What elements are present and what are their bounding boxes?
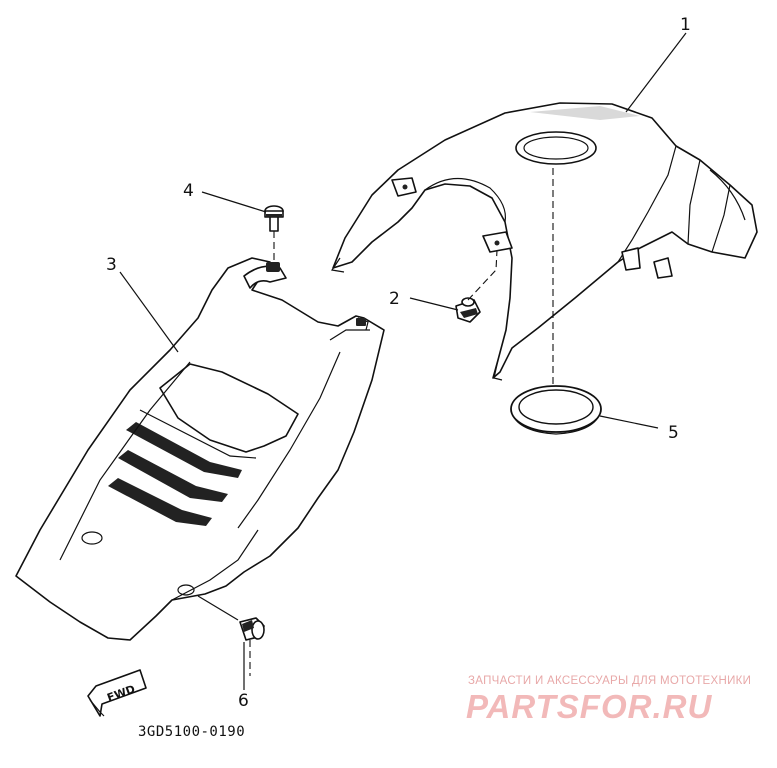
watermark: ЗАПЧАСТИ И АКСЕССУАРЫ ДЛЯ МОТОТЕХНИКИ PA… [466,675,751,725]
part-6-bolt [239,617,265,641]
callout-5: 5 [668,423,679,443]
diagram-code: 3GD5100-0190 [138,724,245,740]
part-5-gasket-ring [510,385,602,435]
callout-6: 6 [238,691,249,711]
part-3-seat-cover [15,257,385,641]
callouts: 1 2 3 4 5 6 [106,15,691,711]
fwd-arrow: FWD [87,669,147,717]
callout-1: 1 [680,15,691,35]
watermark-tagline: ЗАПЧАСТИ И АКСЕССУАРЫ ДЛЯ МОТОТЕХНИКИ [468,675,751,687]
part-2-nut [455,297,481,323]
callout-4: 4 [183,181,194,201]
leader-lines [119,32,687,690]
assembly-lines [249,168,554,676]
part-4-bolt [264,205,284,232]
part-1-tank-cover [330,102,758,381]
watermark-logo: PARTSFOR.RU [466,688,712,725]
callout-3: 3 [106,255,117,275]
callout-2: 2 [389,289,400,309]
